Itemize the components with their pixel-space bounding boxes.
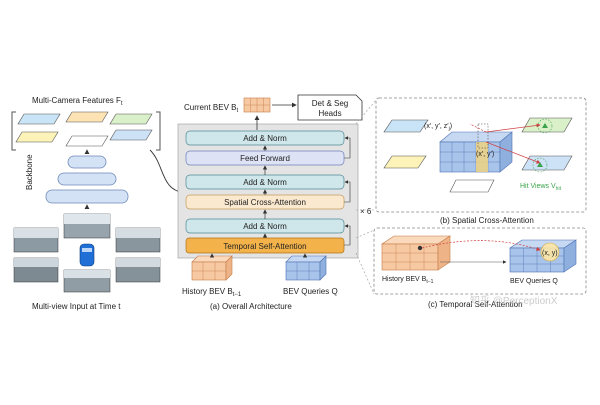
heads-label-line2: Heads (318, 109, 341, 118)
camera-images: Multi-view Input at Time t (13, 213, 161, 311)
svg-text:Temporal Self-Attention: Temporal Self-Attention (223, 242, 306, 251)
bev-queries-label: BEV Queries Q (283, 287, 338, 296)
current-bev-label: Current BEV Bt (184, 103, 238, 114)
sca-2d-point-label: (x′, y′) (476, 151, 494, 158)
encoder-layer-background (177, 123, 359, 259)
svg-text:Spatial Cross-Attention: Spatial Cross-Attention (224, 198, 306, 207)
heads-label-line1: Det & Seg (312, 99, 348, 108)
add-norm-block-top (185, 130, 345, 146)
sca-view-back (449, 179, 495, 193)
overall-architecture-caption: (a) Overall Architecture (210, 302, 292, 311)
feature-map-front-right (109, 113, 153, 125)
input-caption: Multi-view Input at Time t (32, 302, 121, 311)
history-bev-input (191, 255, 233, 281)
tsa-bev-queries-label: BEV Queries Q (510, 278, 558, 285)
backbone: Backbone (25, 149, 129, 209)
feature-map-back-left (15, 131, 59, 143)
features-title: Multi-Camera Features Ft (32, 96, 123, 107)
ego-car-icon (79, 243, 95, 267)
history-reference-point (417, 245, 423, 251)
tsa-caption: (c) Temporal Self-Attention (428, 300, 523, 309)
sca-view-back-right-hit (521, 155, 573, 171)
repeat-label: × 6 (360, 207, 372, 216)
multi-camera-features-panel: Multi-Camera Features Ft (11, 96, 161, 151)
overall-architecture: Current BEV Bt Det & Seg Heads Add & Nor… (177, 94, 372, 311)
feature-map-back (65, 135, 109, 147)
sca-bev-query-grid (439, 123, 513, 173)
sca-detail-frame (375, 97, 587, 213)
watermark: 知乎 @PerceptionX (470, 294, 558, 307)
temporal-self-attention-panel: History BEV Bt−1 (x, y) BEV Queries Q (c… (355, 227, 587, 309)
backbone-layer-2 (57, 172, 117, 186)
backbone-label: Backbone (25, 154, 34, 190)
feature-map-front-left (17, 113, 61, 125)
sca-3d-point-label: (x′, y′, z′j) (424, 123, 452, 132)
hit-point-icon (542, 123, 548, 128)
tsa-detail-frame (373, 227, 587, 295)
hit-views-label: Hit Views Vhit (520, 183, 562, 192)
sca-view-front-left (383, 119, 429, 133)
sca-caption: (b) Spatial Cross-Attention (440, 216, 534, 225)
history-bev-label: History BEV Bt−1 (182, 287, 242, 298)
det-seg-heads-box (297, 94, 363, 121)
bev-queries-input (285, 255, 327, 281)
spatial-cross-attention-panel: (x′, y′, z′j) (x′, y′) Hit Views Vhit (b… (355, 97, 587, 225)
backbone-layer-1 (67, 155, 107, 169)
temporal-link-arrow (421, 240, 541, 251)
svg-text:Add & Norm: Add & Norm (243, 222, 287, 231)
tsa-history-bev-grid (381, 235, 451, 271)
query-highlight (540, 242, 560, 262)
tsa-history-bev-label: History BEV Bt−1 (382, 276, 434, 285)
backbone-layer-3 (45, 189, 129, 204)
svg-text:Feed Forward: Feed Forward (240, 154, 290, 163)
tsa-point-label: (x, y) (542, 250, 558, 257)
svg-text:Add & Norm: Add & Norm (243, 178, 287, 187)
sca-view-back-left (383, 155, 427, 169)
sca-view-front-right-hit (521, 117, 573, 133)
hit-point-icon (537, 162, 543, 167)
feature-map-front (65, 111, 109, 123)
feature-map-back-right (109, 129, 153, 141)
svg-text:Add & Norm: Add & Norm (243, 134, 287, 143)
